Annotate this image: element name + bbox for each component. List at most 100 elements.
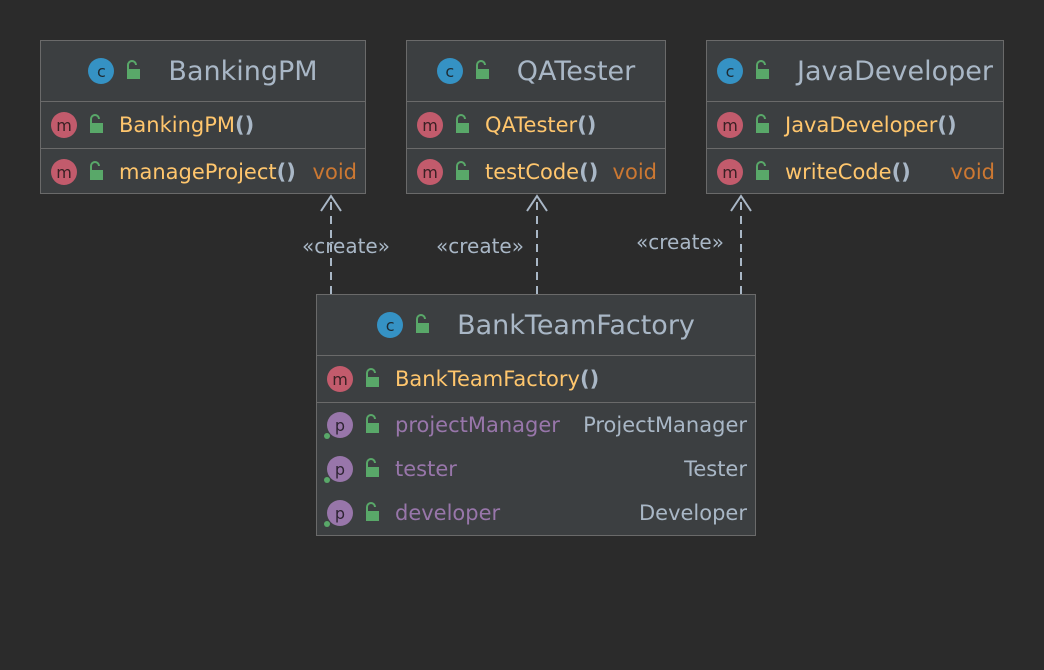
property-name: developer bbox=[395, 501, 501, 525]
public-lock-icon bbox=[475, 60, 489, 79]
public-lock-icon bbox=[756, 60, 770, 79]
constructors-section: m QATester() bbox=[407, 102, 665, 149]
public-lock-icon bbox=[366, 414, 379, 433]
constructor-row[interactable]: m BankingPM() bbox=[41, 102, 365, 148]
create-arrow-bankingpm-head bbox=[320, 194, 342, 212]
class-header: c BankTeamFactory bbox=[317, 295, 755, 356]
public-lock-icon bbox=[366, 502, 379, 521]
class-c-icon: c bbox=[436, 58, 463, 84]
method-name: manageProject bbox=[119, 160, 277, 184]
class-c-icon: c bbox=[717, 58, 744, 84]
constructor-row[interactable]: m BankTeamFactory() bbox=[317, 356, 755, 402]
class-c-icon: c bbox=[88, 58, 115, 84]
public-lock-icon bbox=[366, 368, 379, 387]
public-lock-icon bbox=[127, 60, 141, 79]
property-name: tester bbox=[395, 457, 457, 481]
public-lock-icon bbox=[90, 114, 103, 133]
create-label-bankingpm: «create» bbox=[302, 234, 390, 258]
method-m-icon: m bbox=[51, 112, 77, 138]
constructor-parens: () bbox=[579, 367, 600, 391]
method-name: writeCode bbox=[785, 160, 892, 184]
method-m-icon: m bbox=[717, 112, 743, 138]
methods-section: m manageProject() void bbox=[41, 149, 365, 195]
property-name: projectManager bbox=[395, 413, 560, 437]
property-badge-letter: p bbox=[334, 415, 346, 435]
constructor-name: BankTeamFactory bbox=[395, 367, 580, 391]
create-arrow-javadeveloper-head bbox=[730, 194, 752, 212]
create-arrow-qatester-head bbox=[526, 194, 548, 212]
class-qatester[interactable]: c QATester m QATester() m testCode() voi… bbox=[406, 40, 666, 194]
method-signature: writeCode() bbox=[785, 160, 911, 184]
method-m-icon: m bbox=[417, 112, 443, 138]
method-return-type: void bbox=[312, 160, 357, 184]
properties-section: p projectManager ProjectManager p tester… bbox=[317, 403, 755, 535]
class-header: c QATester bbox=[407, 41, 665, 102]
methods-section: m testCode() void bbox=[407, 149, 665, 195]
constructor-name: QATester bbox=[485, 113, 578, 137]
class-name: BankingPM bbox=[168, 55, 318, 87]
method-signature: testCode() bbox=[485, 160, 598, 184]
public-lock-icon bbox=[366, 458, 379, 477]
class-header: c BankingPM bbox=[41, 41, 365, 102]
constructor-parens: () bbox=[937, 113, 957, 137]
class-name: JavaDeveloper bbox=[797, 55, 993, 87]
method-row[interactable]: m manageProject() void bbox=[41, 149, 365, 195]
methods-section: m writeCode() void bbox=[707, 149, 1003, 195]
method-return-type: void bbox=[950, 160, 995, 184]
constructor-signature: BankTeamFactory() bbox=[395, 367, 599, 391]
method-parens: () bbox=[579, 160, 599, 184]
constructor-row[interactable]: m QATester() bbox=[407, 102, 665, 148]
public-lock-icon bbox=[416, 314, 430, 333]
property-badge-letter: p bbox=[334, 459, 346, 479]
constructor-signature: JavaDeveloper() bbox=[785, 113, 957, 137]
property-badge-letter: p bbox=[334, 503, 346, 523]
class-bankteamfactory[interactable]: c BankTeamFactory m BankTeamFactory() p … bbox=[316, 294, 756, 536]
method-m-icon: m bbox=[51, 159, 77, 185]
method-parens: () bbox=[891, 160, 911, 184]
constructor-signature: BankingPM() bbox=[119, 113, 254, 137]
method-name: testCode bbox=[485, 160, 580, 184]
method-parens: () bbox=[276, 160, 296, 184]
constructors-section: m JavaDeveloper() bbox=[707, 102, 1003, 149]
method-m-icon: m bbox=[717, 159, 743, 185]
class-name: BankTeamFactory bbox=[457, 309, 695, 341]
public-lock-icon bbox=[756, 114, 769, 133]
public-lock-icon bbox=[90, 161, 103, 180]
create-label-qatester: «create» bbox=[436, 234, 524, 258]
method-return-type: void bbox=[612, 160, 657, 184]
property-row[interactable]: p developer Developer bbox=[317, 491, 755, 535]
property-row[interactable]: p projectManager ProjectManager bbox=[317, 403, 755, 447]
constructor-row[interactable]: m JavaDeveloper() bbox=[707, 102, 1003, 148]
method-m-icon: m bbox=[327, 366, 353, 392]
property-p-icon: p bbox=[324, 500, 353, 527]
class-header: c JavaDeveloper bbox=[707, 41, 1003, 102]
getter-dot bbox=[324, 433, 330, 439]
public-lock-icon bbox=[456, 161, 469, 180]
public-lock-icon bbox=[756, 161, 769, 180]
public-lock-icon bbox=[456, 114, 469, 133]
method-row[interactable]: m writeCode() void bbox=[707, 149, 1003, 195]
property-type: ProjectManager bbox=[583, 413, 747, 437]
property-p-icon: p bbox=[324, 456, 353, 483]
class-bankingpm[interactable]: c BankingPM m BankingPM() m manageProjec… bbox=[40, 40, 366, 194]
method-row[interactable]: m testCode() void bbox=[407, 149, 665, 195]
constructors-section: m BankTeamFactory() bbox=[317, 356, 755, 403]
getter-dot bbox=[324, 521, 330, 527]
method-m-icon: m bbox=[417, 159, 443, 185]
class-c-icon: c bbox=[377, 312, 404, 338]
constructor-signature: QATester() bbox=[485, 113, 596, 137]
class-name: QATester bbox=[516, 55, 636, 87]
property-row[interactable]: p tester Tester bbox=[317, 447, 755, 491]
class-javadeveloper[interactable]: c JavaDeveloper m JavaDeveloper() m writ… bbox=[706, 40, 1004, 194]
property-p-icon: p bbox=[324, 412, 353, 439]
create-label-javadeveloper: «create» bbox=[636, 230, 724, 254]
constructor-parens: () bbox=[577, 113, 597, 137]
getter-dot bbox=[324, 477, 330, 483]
constructor-name: BankingPM bbox=[119, 113, 236, 137]
method-signature: manageProject() bbox=[119, 160, 296, 184]
constructors-section: m BankingPM() bbox=[41, 102, 365, 149]
constructor-parens: () bbox=[235, 113, 255, 137]
property-type: Developer bbox=[638, 501, 747, 525]
